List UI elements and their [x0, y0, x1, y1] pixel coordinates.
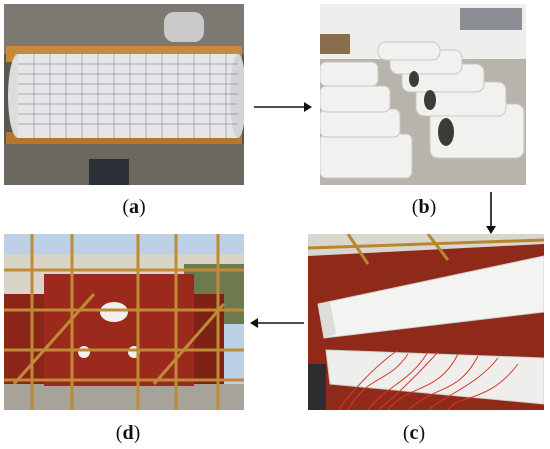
arrow-a-to-b	[252, 100, 312, 114]
label-d: (d)	[115, 422, 141, 444]
arrow-b-to-c	[484, 190, 498, 234]
label-c: (c)	[402, 422, 426, 444]
photo-d-scaffolded-formwork	[4, 234, 244, 410]
photo-b-tunnel-segments	[320, 4, 526, 185]
photo-a-wrapped-tube	[4, 4, 244, 185]
photo-c-tunnels-in-formwork	[308, 234, 544, 410]
label-a: (a)	[122, 196, 146, 218]
arrow-c-to-d	[250, 316, 306, 330]
label-b: (b)	[411, 196, 437, 218]
